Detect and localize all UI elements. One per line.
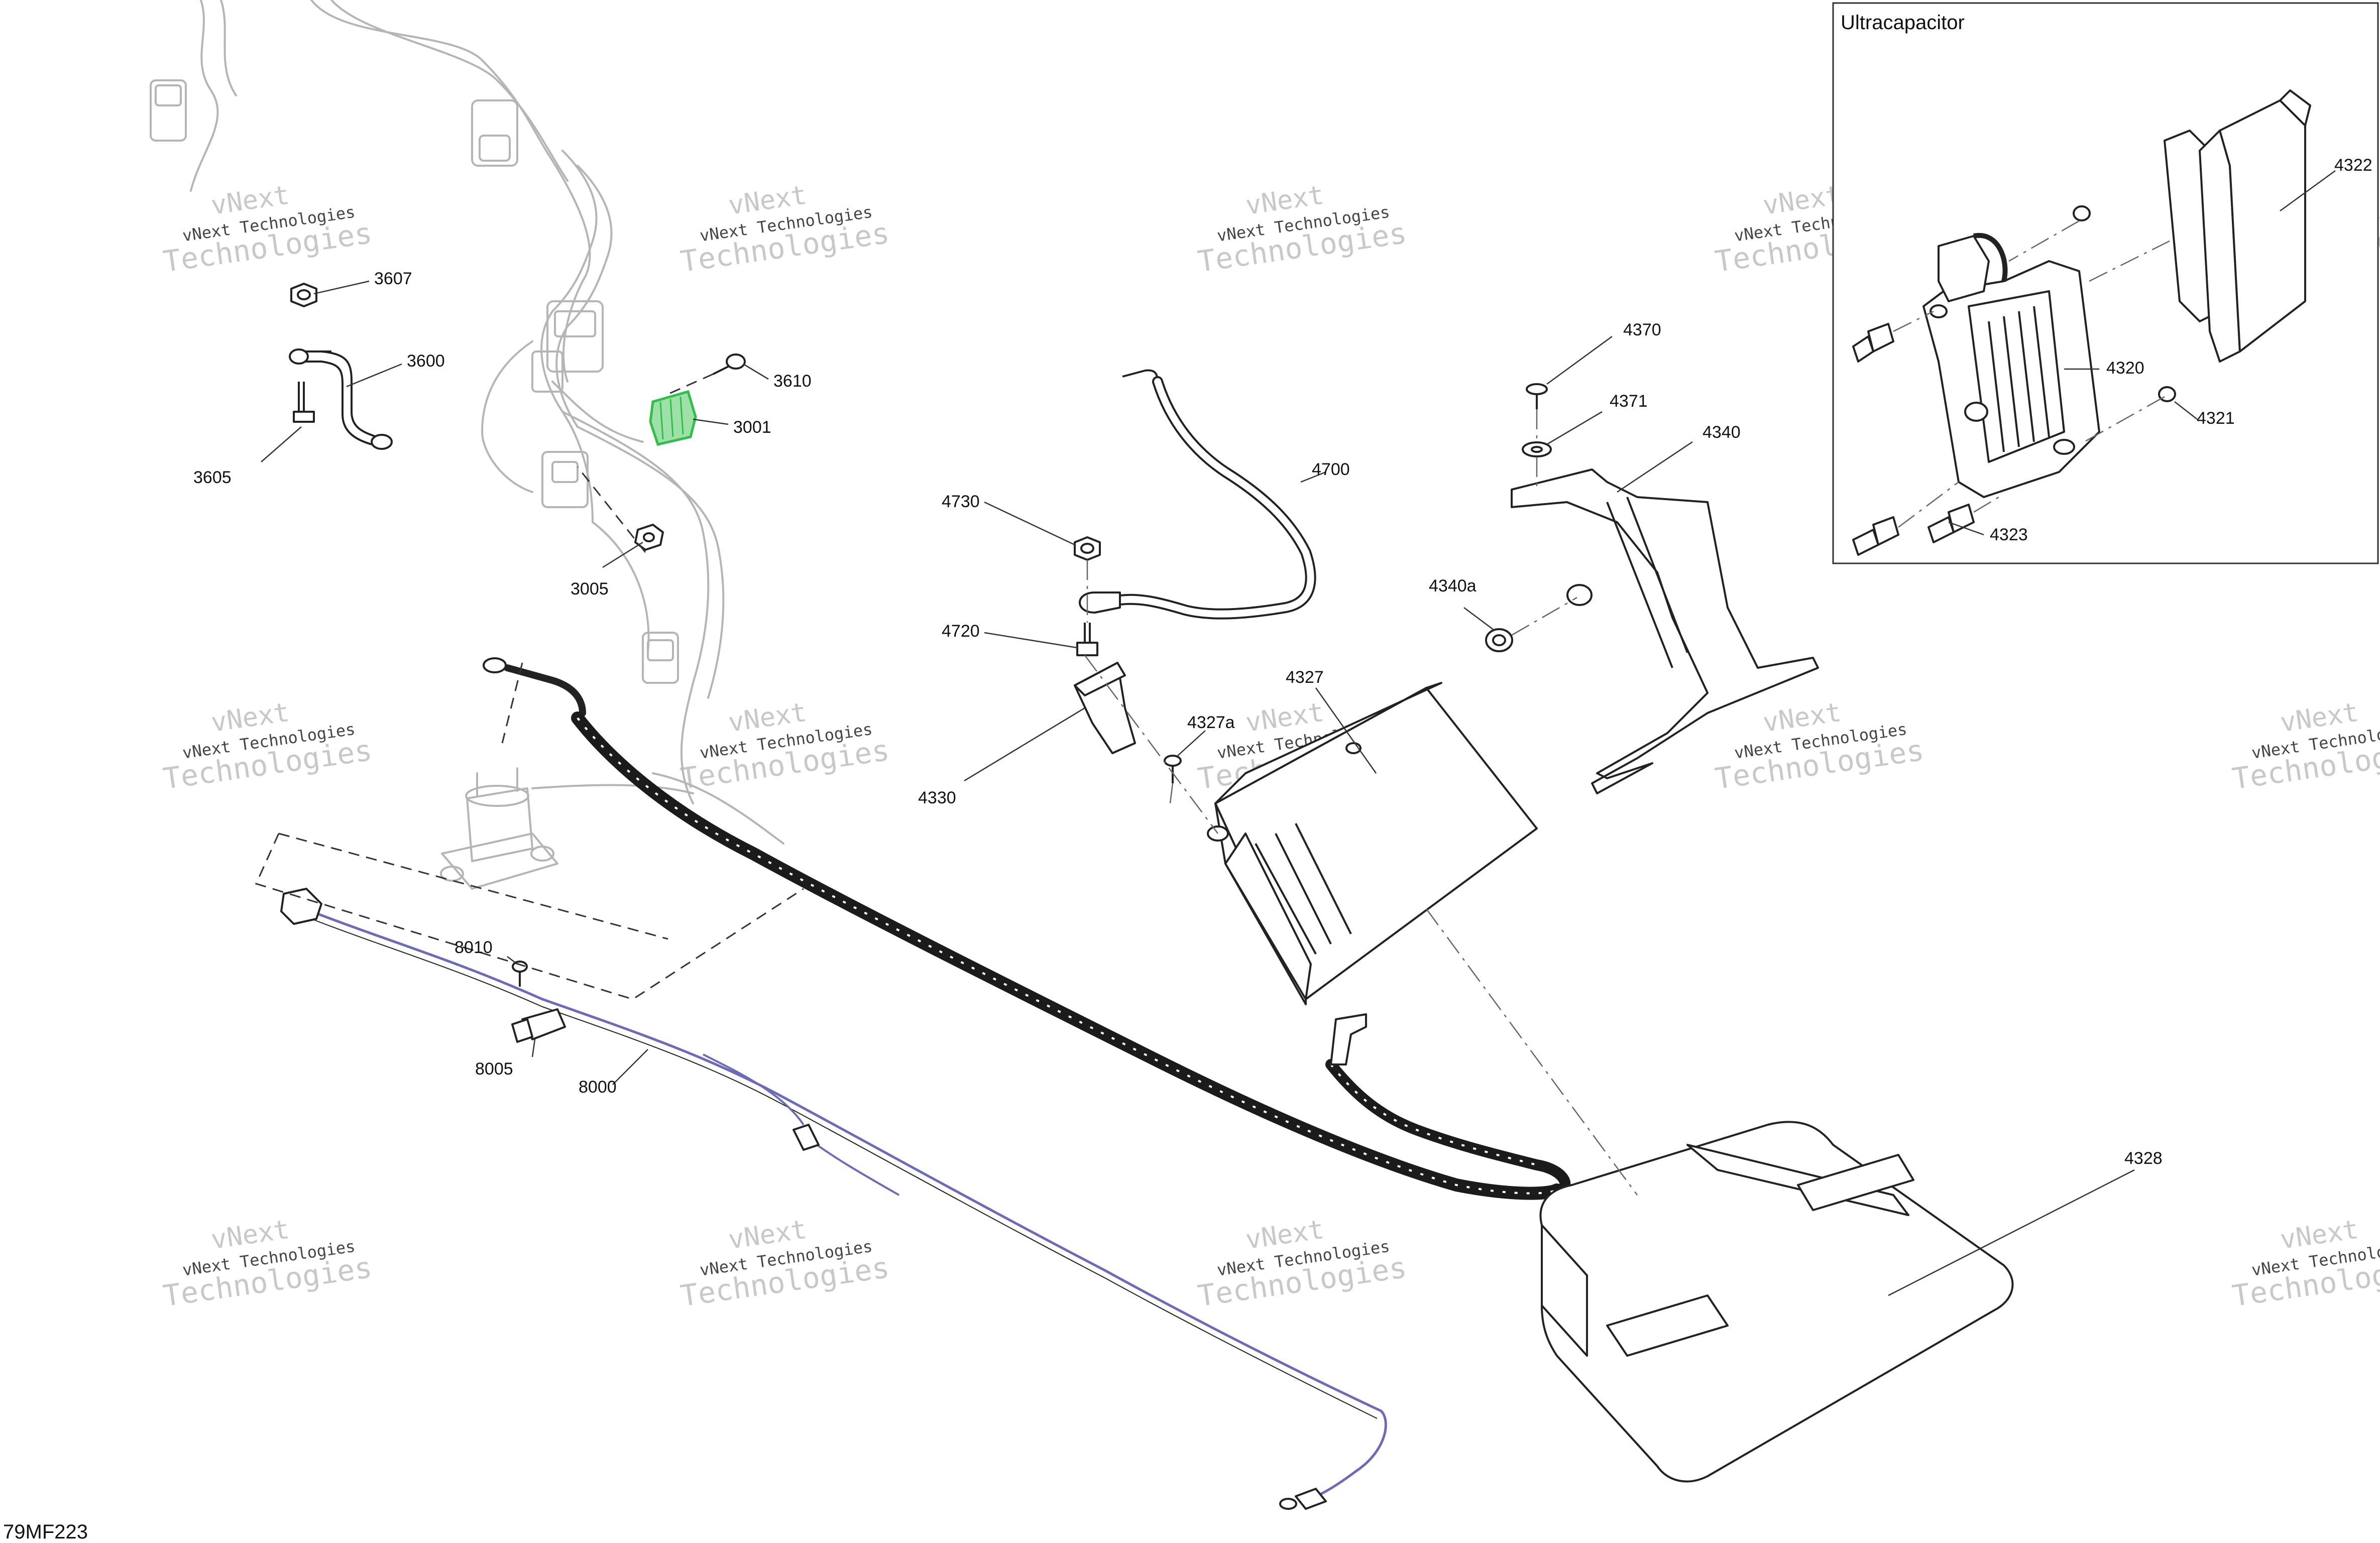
part-4330-terminal-cover[interactable] bbox=[1074, 662, 1136, 754]
part-4700-negative-cable[interactable] bbox=[1079, 369, 1316, 620]
callout-4370[interactable]: 4370 bbox=[1623, 320, 1661, 339]
callout-8010[interactable]: 8010 bbox=[455, 938, 493, 957]
part-3610-screw[interactable] bbox=[713, 353, 746, 375]
solenoid-relay bbox=[440, 767, 694, 890]
part-3607-nut[interactable] bbox=[290, 283, 317, 307]
part-4322-shield[interactable] bbox=[2164, 89, 2311, 363]
callout-4328[interactable]: 4328 bbox=[2124, 1149, 2163, 1168]
part-4328-cover[interactable] bbox=[1539, 1121, 2014, 1483]
part-4340a-nut[interactable] bbox=[1485, 584, 1593, 652]
part-4720-bolt[interactable] bbox=[1076, 623, 1098, 656]
main-harness bbox=[150, 0, 784, 845]
part-8000-sensor-harness[interactable] bbox=[280, 888, 1387, 1510]
callout-leaders bbox=[261, 170, 2336, 1296]
callout-4340[interactable]: 4340 bbox=[1703, 423, 1741, 442]
part-4370-screw[interactable] bbox=[1526, 383, 1548, 409]
inset-title: Ultracapacitor bbox=[1841, 12, 1965, 34]
part-4340-bracket[interactable] bbox=[1511, 468, 1819, 794]
callout-4700[interactable]: 4700 bbox=[1312, 460, 1350, 479]
callout-3607[interactable]: 3607 bbox=[374, 269, 412, 288]
callout-4320[interactable]: 4320 bbox=[2106, 359, 2144, 378]
part-3605-bolt[interactable] bbox=[293, 382, 315, 423]
part-3001-relay[interactable] bbox=[649, 390, 697, 446]
part-4327a-screw[interactable] bbox=[1164, 755, 1182, 783]
callout-4327a[interactable]: 4327a bbox=[1187, 713, 1235, 732]
callout-4330[interactable]: 4330 bbox=[918, 788, 956, 807]
callout-4371[interactable]: 4371 bbox=[1610, 392, 1648, 411]
part-4371-washer[interactable] bbox=[1522, 441, 1552, 457]
callout-3600[interactable]: 3600 bbox=[407, 351, 445, 371]
part-3600-ground-strap[interactable] bbox=[289, 348, 393, 450]
inset-assembly-lines bbox=[1893, 220, 2170, 528]
part-3001-ridges bbox=[659, 396, 684, 440]
part-4323-standoff[interactable] bbox=[1852, 323, 1975, 556]
part-4327-battery[interactable] bbox=[1207, 682, 1538, 1005]
diagram-code: 79MF223 bbox=[3, 1521, 88, 1543]
callout-8005[interactable]: 8005 bbox=[475, 1059, 513, 1079]
ultracapacitor-inset: Ultracapacitor bbox=[1832, 2, 2379, 564]
callout-4322[interactable]: 4322 bbox=[2334, 156, 2372, 175]
callout-4720[interactable]: 4720 bbox=[942, 622, 980, 641]
callout-4327[interactable]: 4327 bbox=[1286, 668, 1324, 687]
part-8005-clip[interactable] bbox=[511, 1008, 566, 1043]
callout-4730[interactable]: 4730 bbox=[942, 492, 980, 511]
callout-3005[interactable]: 3005 bbox=[571, 579, 609, 599]
part-4320-ultracapacitor[interactable] bbox=[1922, 232, 2100, 498]
assembly-lines bbox=[255, 373, 1638, 1196]
part-3005-bolt[interactable] bbox=[634, 524, 664, 551]
callout-3610[interactable]: 3610 bbox=[773, 372, 812, 391]
callout-3001[interactable]: 3001 bbox=[733, 418, 771, 437]
part-4730-nut[interactable] bbox=[1074, 536, 1101, 561]
battery-cable bbox=[483, 657, 1571, 1200]
callout-4340a[interactable]: 4340a bbox=[1429, 576, 1477, 596]
callout-8000[interactable]: 8000 bbox=[579, 1078, 617, 1097]
callout-4323[interactable]: 4323 bbox=[1990, 525, 2028, 544]
part-8010-screw[interactable] bbox=[512, 961, 528, 987]
callout-4321[interactable]: 4321 bbox=[2197, 409, 2235, 428]
callout-labels: 3607 3600 3605 3610 3001 3005 4700 4730 … bbox=[193, 156, 2372, 1168]
callout-3605[interactable]: 3605 bbox=[193, 468, 232, 487]
